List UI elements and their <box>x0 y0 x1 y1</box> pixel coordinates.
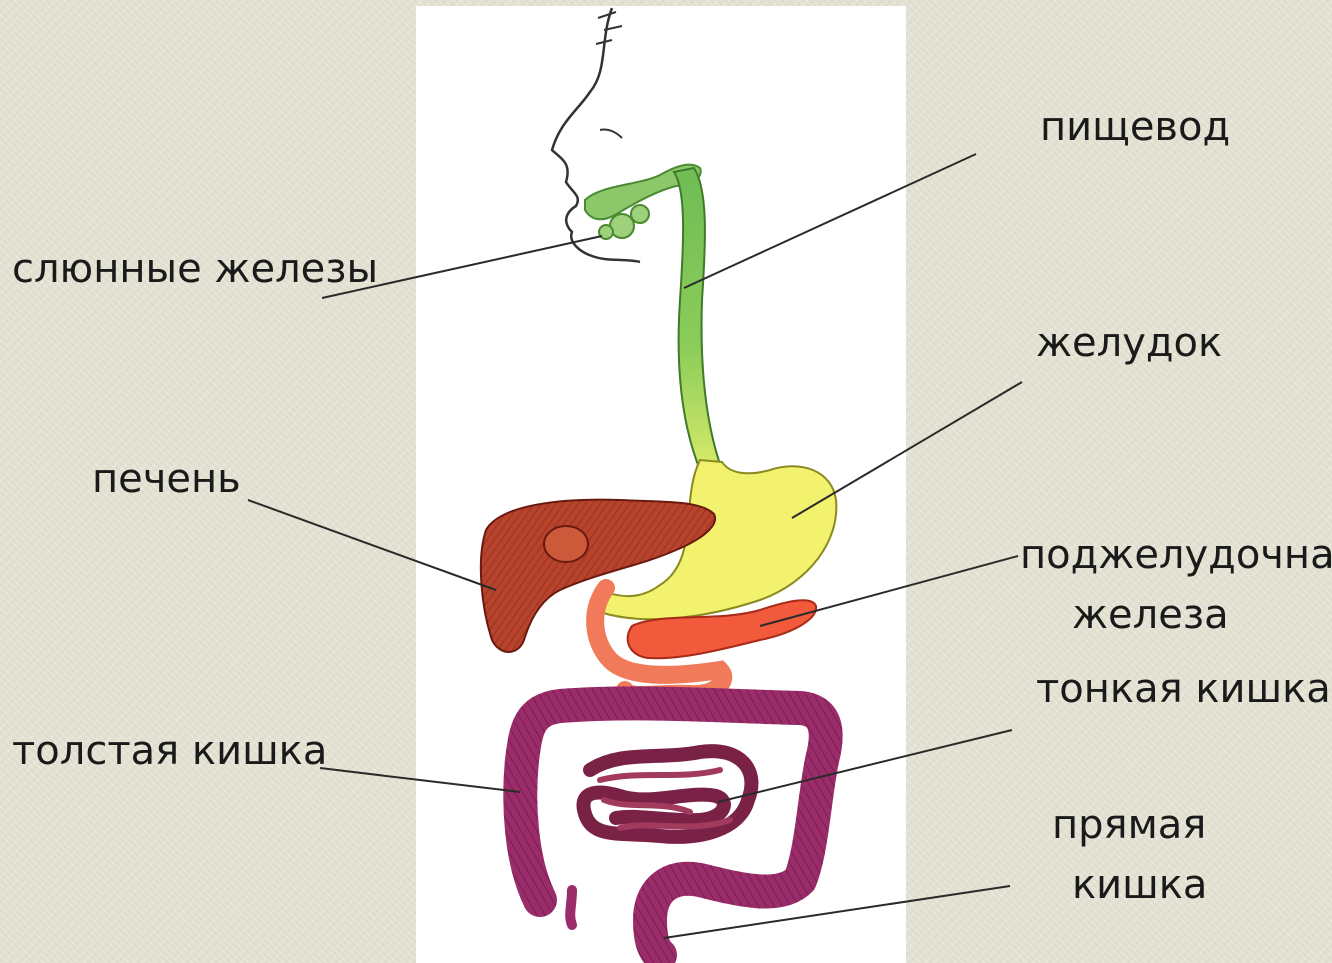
leader-stomach <box>792 382 1022 518</box>
label-rectum-line2: кишка <box>1072 862 1207 908</box>
leader-liver <box>248 500 496 590</box>
label-salivary-glands: слюнные железы <box>12 246 378 292</box>
leader-esophagus <box>684 154 976 288</box>
leader-small-intestine <box>718 730 1012 802</box>
label-rectum-line1: прямая <box>1052 802 1206 848</box>
label-stomach: желудок <box>1036 320 1222 366</box>
label-liver: печень <box>92 456 241 502</box>
label-pancreas-line1: поджелудочная <box>1020 532 1332 578</box>
gallbladder <box>544 526 588 562</box>
ear-mark <box>600 129 622 138</box>
label-esophagus: пищевод <box>1040 104 1230 150</box>
label-small-intestine: тонкая кишка <box>1036 666 1331 712</box>
leader-large-intestine <box>320 768 520 792</box>
appendix <box>570 890 572 925</box>
label-pancreas-line2: железа <box>1072 592 1229 638</box>
esophagus <box>674 168 722 470</box>
salivary-gland-2 <box>631 205 649 223</box>
label-large-intestine: толстая кишка <box>12 728 327 774</box>
